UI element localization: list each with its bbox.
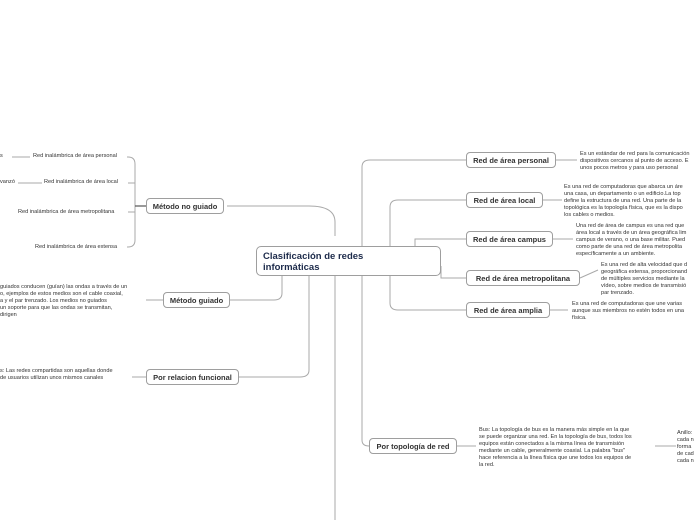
node-metodo-guiado[interactable]: Método guiado <box>163 292 230 308</box>
node-red-area-local[interactable]: Red de área local <box>466 192 543 208</box>
node-relacion-funcional[interactable]: Por relacion funcional <box>146 369 239 385</box>
note-topologia-bus: Bus: La topología de bus es la manera má… <box>479 427 632 468</box>
note-metodo-guiado: guiados conducen (guían) las ondas a tra… <box>0 284 128 318</box>
label-inalambrica-personal[interactable]: Red inalámbrica de área personal <box>33 153 117 159</box>
node-red-area-metropolitana[interactable]: Red de área metropolitana <box>466 270 580 286</box>
note-red-area-amplia: Es una red de computadoras que une varia… <box>572 301 684 321</box>
note-relacion-funcional: s: Las redes compartidas son aquellas do… <box>0 368 113 381</box>
node-metodo-no-guiado[interactable]: Método no guiado <box>146 198 224 214</box>
note-personal-fragment: s <box>0 153 3 159</box>
central-topic[interactable]: Clasificación de redes informáticas <box>256 246 441 276</box>
note-red-area-local: Es una red de computadoras que abarca un… <box>564 184 683 218</box>
note-red-area-personal: Es un estándar de red para la comunicaci… <box>580 151 690 171</box>
node-red-area-amplia[interactable]: Red de área amplia <box>466 302 550 318</box>
note-red-area-metropolitana: Es una red de alta velocidad que d geogr… <box>601 262 688 296</box>
node-topologia-red[interactable]: Por topología de red <box>369 438 457 454</box>
label-inalambrica-local[interactable]: Red inalámbrica de área local <box>44 179 119 185</box>
label-inalambrica-metropolitana[interactable]: Red inalámbrica de área metropolitana <box>18 209 115 215</box>
node-red-area-campus[interactable]: Red de área campus <box>466 231 553 247</box>
note-topologia-anillo: Anillo: cada n forma de cad cada n <box>677 430 694 464</box>
label-inalambrica-extensa[interactable]: Red inalámbrica de área extensa <box>35 244 118 250</box>
node-red-area-personal[interactable]: Red de área personal <box>466 152 556 168</box>
note-local-fragment: vanzó <box>0 179 15 185</box>
note-red-area-campus: Una red de área de campus es una red que… <box>576 223 687 257</box>
